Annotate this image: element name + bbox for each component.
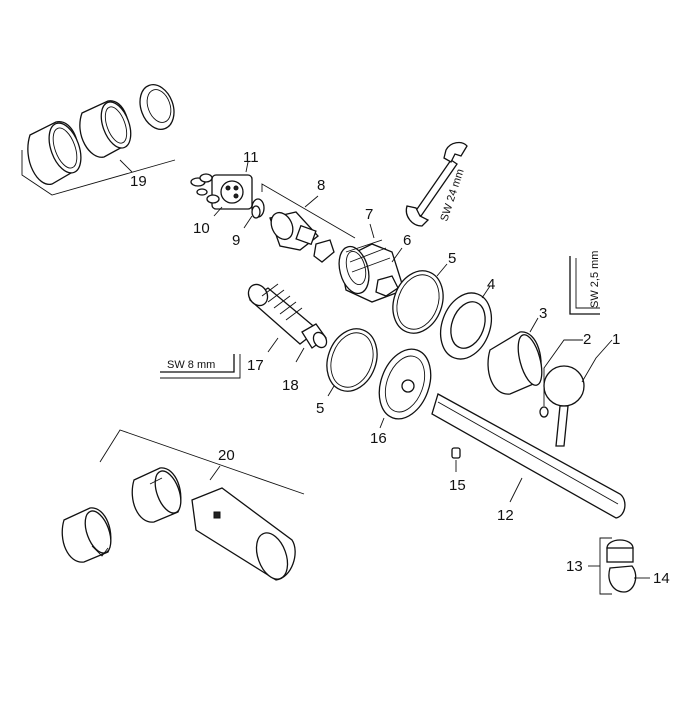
- hex-key-large-tool: [160, 354, 241, 379]
- label-part-20: 20: [218, 447, 235, 464]
- label-part-13: 13: [566, 558, 583, 575]
- part-18-nipple: [295, 323, 328, 363]
- label-part-5-lower: 5: [316, 400, 324, 417]
- label-part-19: 19: [130, 173, 147, 190]
- part-8-insert: [261, 183, 356, 263]
- label-part-16: 16: [370, 430, 387, 447]
- label-part-14: 14: [653, 570, 670, 587]
- label-part-18: 18: [282, 377, 299, 394]
- part-15-plug: [451, 447, 461, 472]
- label-part-11: 11: [243, 149, 259, 166]
- label-part-1: 1: [612, 331, 620, 348]
- hex-key-small-tool: [569, 256, 600, 315]
- label-part-10: 10: [193, 220, 210, 237]
- label-hex-key-large-size: SW 8 mm: [167, 359, 215, 371]
- part-9-rings: [243, 198, 265, 229]
- part-16-cover: [378, 348, 432, 429]
- label-part-4: 4: [487, 276, 495, 293]
- label-part-15: 15: [449, 477, 466, 494]
- part-7-valve-body: [338, 223, 405, 303]
- label-part-2: 2: [583, 331, 591, 348]
- label-part-6: 6: [403, 232, 411, 249]
- part-20-extension-set: [61, 429, 305, 581]
- label-part-8: 8: [317, 177, 325, 194]
- part-12-spout: [431, 393, 626, 519]
- part-17-extension: [247, 283, 320, 353]
- part-19-sleeves: [21, 84, 176, 196]
- part-1-lever: [543, 339, 613, 447]
- label-part-7: 7: [365, 206, 373, 223]
- label-part-5-upper: 5: [448, 250, 456, 267]
- part-10-11-cartridge: [190, 161, 253, 217]
- wrench-tool: [405, 141, 468, 227]
- part-4-rosette: [439, 285, 493, 360]
- part-13-14-aerator: [588, 537, 650, 595]
- part-3-sleeve: [487, 317, 543, 395]
- label-hex-key-small-size: SW 2,5 mm: [589, 251, 601, 308]
- label-part-12: 12: [497, 507, 514, 524]
- label-part-3: 3: [539, 305, 547, 322]
- label-part-9: 9: [232, 232, 240, 249]
- part-5-upper-gasket: [392, 263, 448, 334]
- label-part-17: 17: [247, 357, 264, 374]
- leader-6: [391, 247, 403, 263]
- part-5-lower-gasket: [326, 328, 378, 397]
